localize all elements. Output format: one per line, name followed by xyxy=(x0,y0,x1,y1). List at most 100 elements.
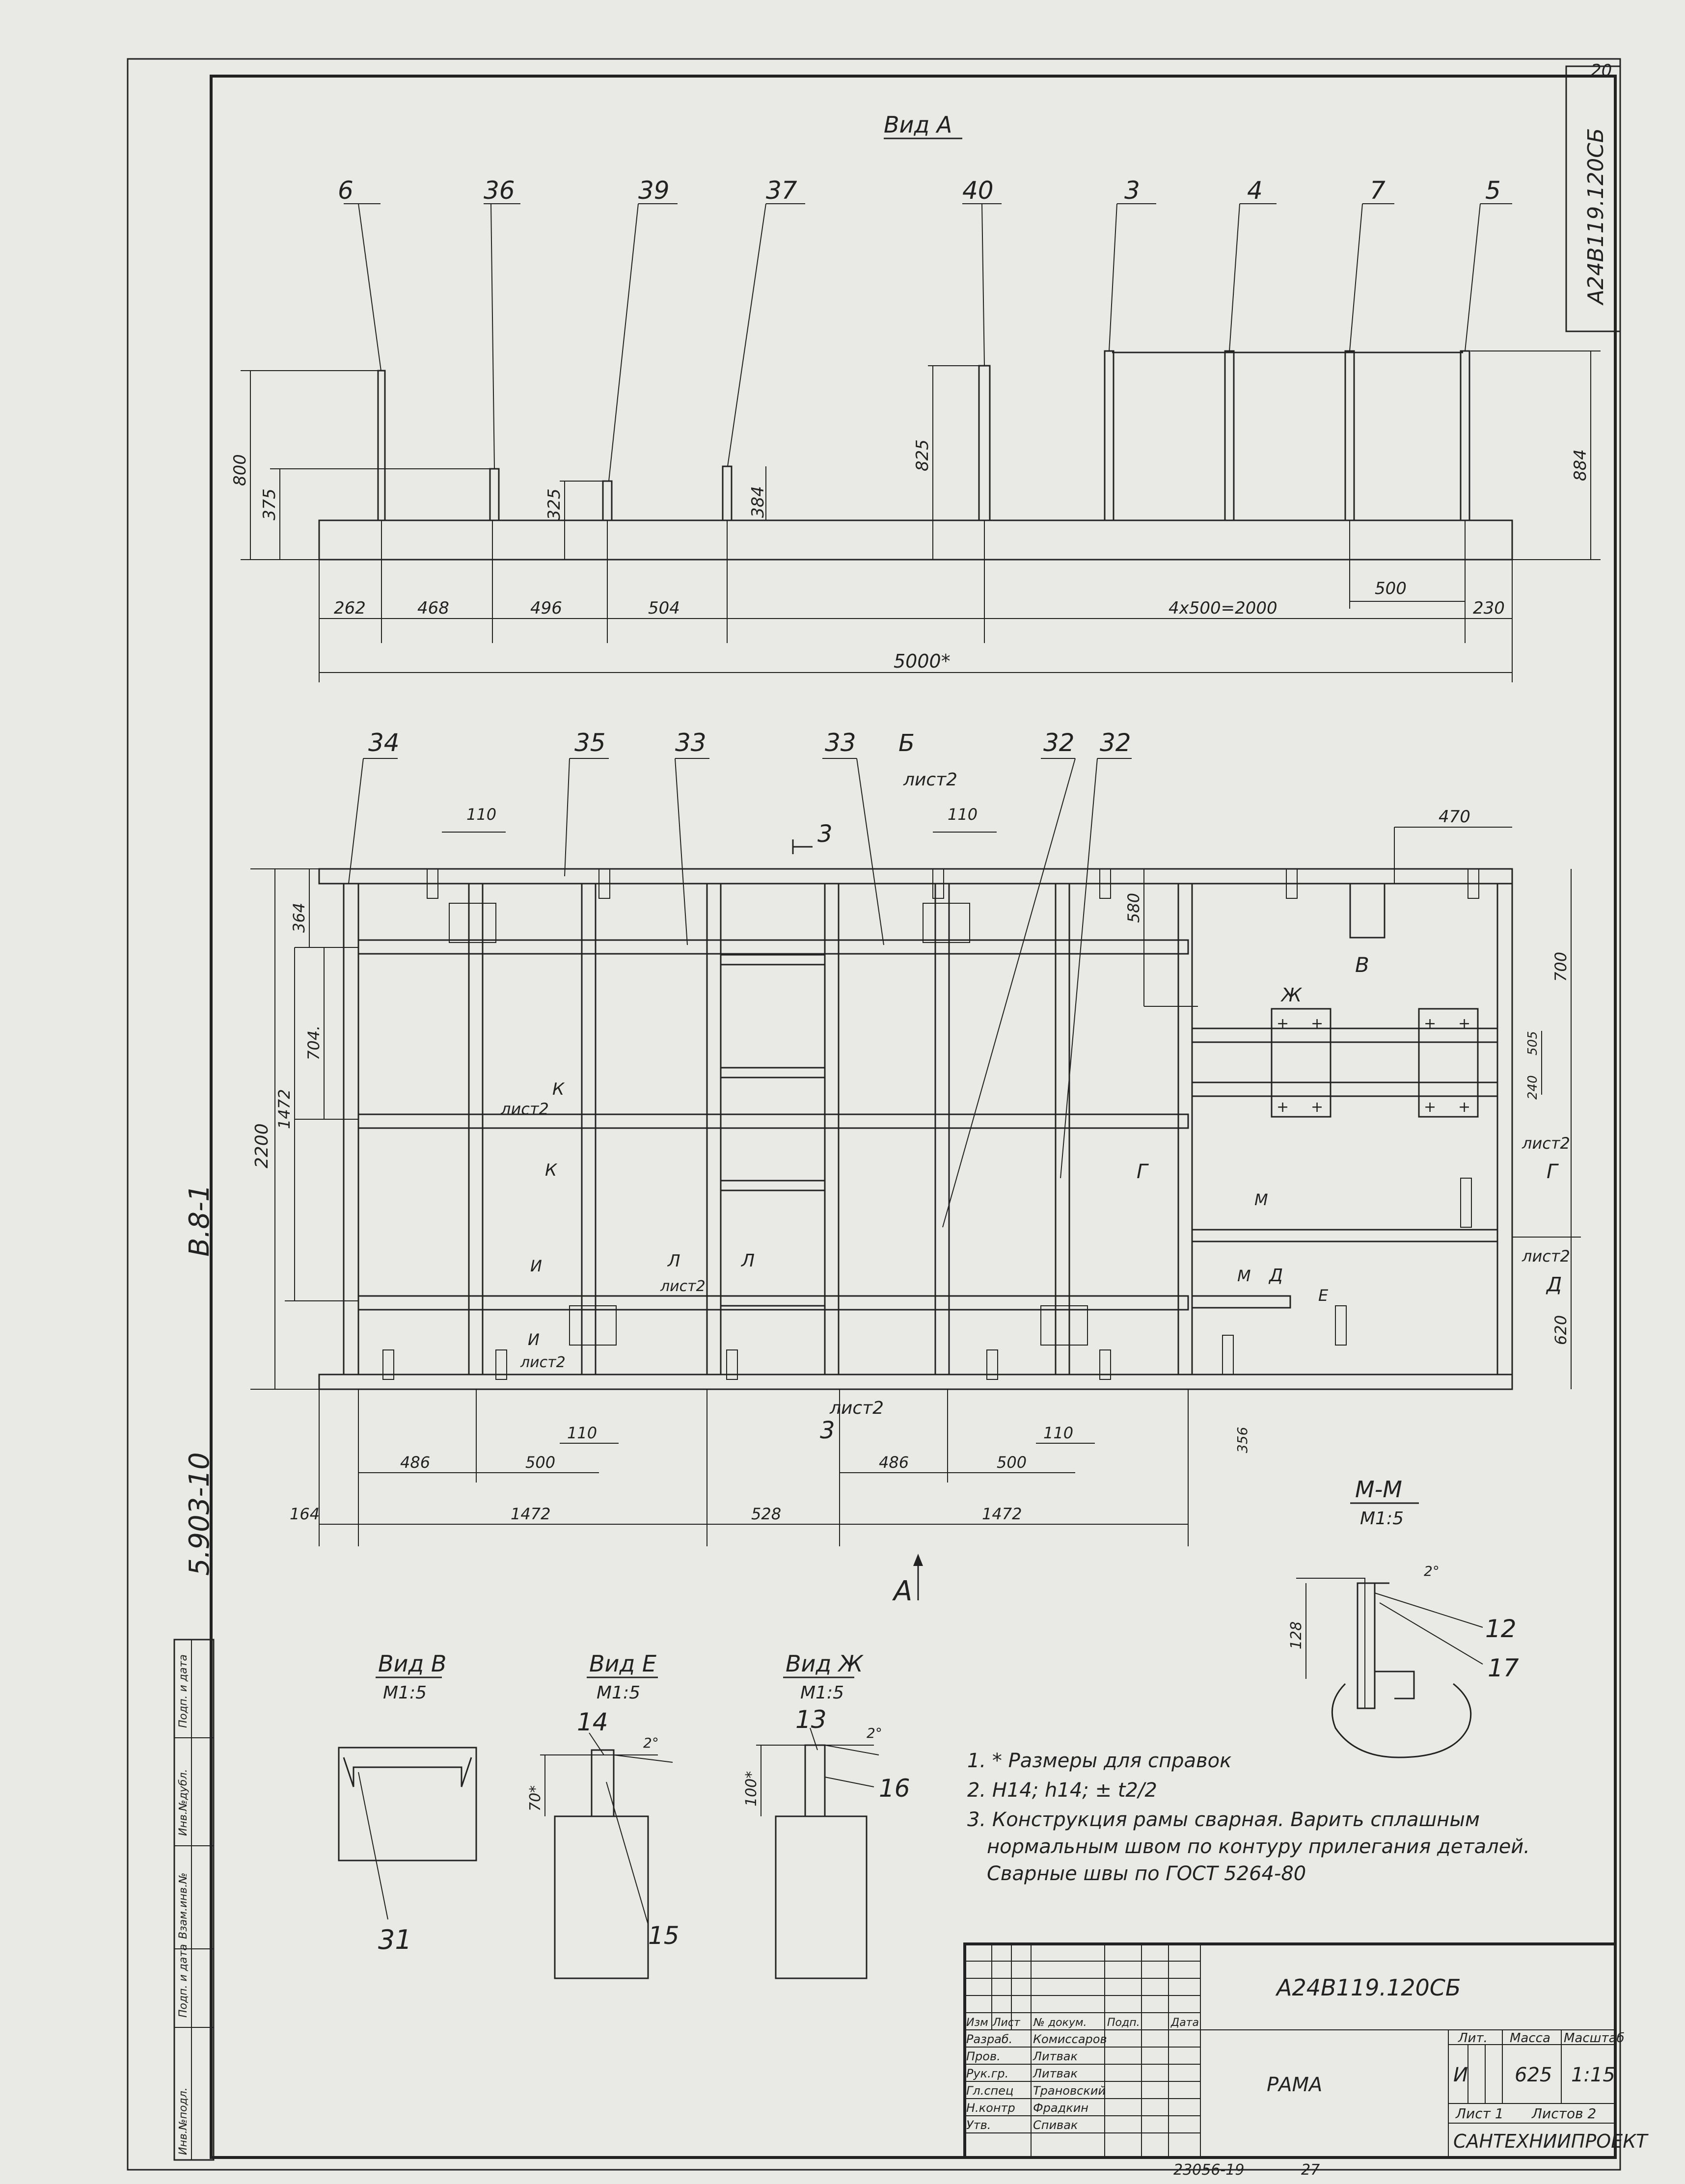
view-zh-angle: 2° xyxy=(867,1725,882,1741)
view-zh-title: Вид Ж xyxy=(786,1650,864,1677)
corner-code-box xyxy=(1565,65,1621,332)
view-v-scale: М1:5 xyxy=(383,1683,427,1703)
dim-620: 620 xyxy=(1551,1315,1570,1345)
dim-505: 505 xyxy=(1525,1031,1540,1055)
outer-frame xyxy=(127,58,1621,2171)
svg-text:+: + xyxy=(1458,1099,1470,1116)
tb-scale-label: Масштаб xyxy=(1564,2031,1625,2046)
dim-504: 504 xyxy=(648,598,680,618)
sheet-number: 20 xyxy=(1591,61,1612,81)
dim-486-b: 486 xyxy=(879,1453,909,1472)
section-mm-dim-128: 128 xyxy=(1288,1621,1305,1649)
note-3b: нормальным швом по контуру прилегания де… xyxy=(987,1835,1530,1858)
tb-mass-label: Масса xyxy=(1510,2031,1550,2046)
mark-l1: Л xyxy=(667,1251,680,1271)
dim-240: 240 xyxy=(1525,1075,1540,1100)
view-e-dim-70: 70* xyxy=(527,1785,544,1811)
view-e-callout-14: 14 xyxy=(577,1708,608,1736)
tb-head-list: Лист xyxy=(992,2017,1021,2029)
archive-stamp: 23056-19 xyxy=(1173,2161,1244,2179)
view-v-title: Вид В xyxy=(378,1650,446,1677)
dim-704: 704. xyxy=(304,1025,323,1060)
dim-2200: 2200 xyxy=(252,1123,272,1168)
mark-i1: И xyxy=(530,1257,542,1275)
note-3c: Сварные швы по ГОСТ 5264-80 xyxy=(987,1862,1306,1885)
dim-110-bottom-a: 110 xyxy=(567,1424,597,1442)
dim-384: 384 xyxy=(748,486,768,518)
note-1: 1. * Размеры для справок xyxy=(967,1750,1231,1772)
section-mm-scale: М1:5 xyxy=(1360,1509,1404,1529)
view-a-title: Вид А xyxy=(884,111,952,138)
view-a-callout-36: 36 xyxy=(484,176,515,205)
view-a-callout-40: 40 xyxy=(962,176,994,205)
tb-scale: 1:15 xyxy=(1571,2064,1615,2086)
mark-d-sheet: лист2 xyxy=(1522,1247,1570,1266)
strip-label-5: Подп. и дата xyxy=(177,1654,190,1728)
dim-1472-b: 1472 xyxy=(982,1505,1022,1523)
mark-m: М xyxy=(1254,1190,1268,1209)
tb-head-date: Дата xyxy=(1170,2017,1199,2029)
view-v-callout-31: 31 xyxy=(378,1924,412,1955)
view-a-callout-3: 3 xyxy=(1124,176,1140,205)
section-3-top: 3 xyxy=(817,820,833,848)
dim-164: 164 xyxy=(290,1505,320,1523)
tb-lit: И xyxy=(1453,2064,1468,2086)
dim-580: 580 xyxy=(1124,893,1143,923)
mark-k-sheet: лист2 xyxy=(500,1100,549,1118)
mark-e: Е xyxy=(1318,1286,1329,1305)
svg-text:+: + xyxy=(1311,1099,1323,1116)
dim-500-a: 500 xyxy=(1375,579,1407,598)
view-zh-callout-13: 13 xyxy=(795,1705,827,1734)
mark-m2: М xyxy=(1237,1267,1251,1285)
section-mm: М-М М1:5 128 2° 12 17 xyxy=(1288,1476,1519,1758)
view-a-callout-37: 37 xyxy=(766,176,797,205)
tb-head-sign: Подп. xyxy=(1107,2017,1140,2029)
view-e-title: Вид Е xyxy=(589,1650,656,1677)
plan-view: ++ ++ ++ ++ 34 35 33 33 xyxy=(250,728,1581,1607)
tb-doc-code: А24В119.120СБ xyxy=(1275,1974,1461,2001)
tb-head-izm: Изм xyxy=(966,2017,988,2029)
tb-role-1: Разраб. xyxy=(966,2032,1012,2046)
view-a-callout-4: 4 xyxy=(1247,176,1263,205)
strip-label-2: Подп. и дата xyxy=(177,1944,190,2018)
tb-head-doc: № докум. xyxy=(1033,2017,1087,2029)
dim-470: 470 xyxy=(1439,807,1470,827)
dim-884: 884 xyxy=(1571,449,1590,481)
dim-825: 825 xyxy=(913,439,932,471)
archive-stamp-2: 27 xyxy=(1301,2161,1320,2179)
dim-230: 230 xyxy=(1473,598,1505,618)
view-v: Вид В М1:5 31 xyxy=(338,1650,477,1955)
tb-sheets: Листов 2 xyxy=(1531,2105,1596,2122)
mark-g1: Г xyxy=(1137,1160,1149,1183)
dim-4x500: 4х500=2000 xyxy=(1169,598,1277,618)
tb-role-3: Рук.гр. xyxy=(966,2067,1008,2080)
tb-person-1: Комиссаров xyxy=(1033,2032,1107,2046)
dim-5000: 5000* xyxy=(894,650,951,672)
view-e-angle: 2° xyxy=(643,1735,659,1751)
mark-v: В xyxy=(1355,953,1369,977)
view-a-callout-7: 7 xyxy=(1370,176,1386,205)
tb-person-4: Трановский xyxy=(1033,2084,1106,2098)
svg-text:+: + xyxy=(1277,1015,1289,1032)
section-b-letter: Б xyxy=(898,729,915,757)
strip-label-1: Инв.№подл. xyxy=(177,2087,190,2155)
section-mm-callout-17: 17 xyxy=(1488,1654,1519,1682)
dim-325: 325 xyxy=(544,488,564,520)
dim-496: 496 xyxy=(530,598,562,618)
dim-110-top-a: 110 xyxy=(466,805,496,824)
notes: 1. * Размеры для справок 2. Н14; h14; ± … xyxy=(967,1750,1530,1885)
section-3-bottom: 3 xyxy=(820,1417,835,1444)
dim-110-top-b: 110 xyxy=(948,805,978,824)
dim-528: 528 xyxy=(751,1505,781,1523)
view-e-scale: М1:5 xyxy=(597,1683,640,1703)
mark-d2: Д xyxy=(1546,1273,1562,1296)
plan-callout-32b: 32 xyxy=(1100,728,1131,757)
view-zh: Вид Ж М1:5 100* 2° 13 16 xyxy=(743,1650,910,1979)
title-block: А24В119.120СБ РАМА Изм Лист № докум. Под… xyxy=(963,1942,1649,2159)
tb-role-4: Гл.спец xyxy=(966,2084,1013,2098)
mark-zh: Ж xyxy=(1280,984,1303,1006)
mark-k2: К xyxy=(545,1160,558,1180)
mark-i2: И xyxy=(528,1330,540,1349)
inner-frame xyxy=(210,75,1617,2159)
